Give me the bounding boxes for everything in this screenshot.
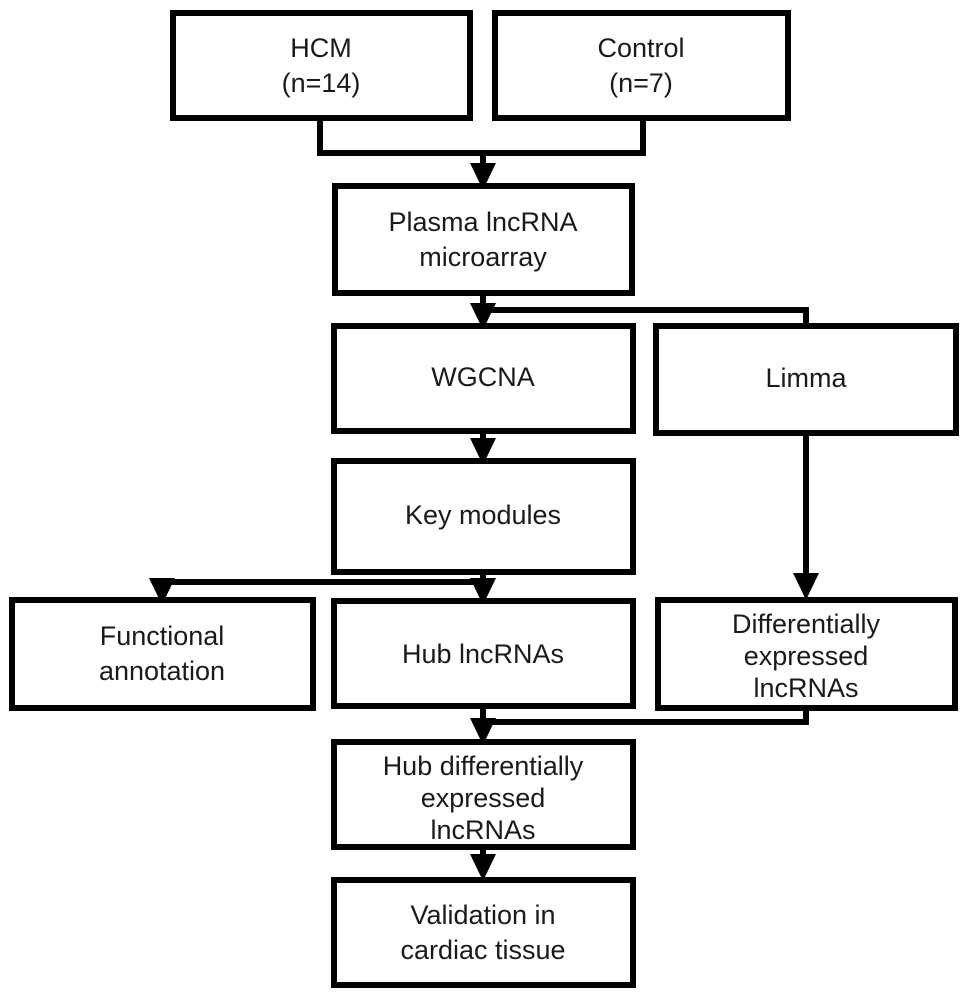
- arrow-head-icon: [149, 578, 175, 605]
- node-plasma-label-line-1: microarray: [419, 242, 547, 272]
- node-hub-lncrnas[interactable]: Hub lncRNAs: [331, 598, 636, 709]
- node-plasma-label-line-0: Plasma lncRNA: [388, 207, 577, 237]
- arrow-head-icon: [470, 854, 496, 881]
- node-hub-differentially-expressed-lncrnas[interactable]: Hub differentially expressed lncRNAs: [331, 739, 636, 850]
- node-wgcna-box[interactable]: [331, 323, 636, 434]
- node-hub-lncrnas-box[interactable]: [331, 598, 636, 709]
- node-validation-label-line-0: Validation in: [410, 900, 555, 930]
- node-control-box[interactable]: [492, 10, 791, 121]
- node-differentially-expressed-lncrnas[interactable]: Differentially expressed lncRNAs: [655, 597, 958, 711]
- node-functional-annotation[interactable]: Functional annotation: [9, 597, 316, 711]
- node-hub-de-lncrnas-box[interactable]: [331, 739, 636, 850]
- node-control[interactable]: Control (n=7): [492, 10, 791, 121]
- node-de-lncrnas-label-line-0: Differentially: [732, 609, 881, 639]
- arrow-head-icon: [470, 578, 496, 605]
- node-control-label-line-1: (n=7): [609, 68, 673, 98]
- node-limma-box[interactable]: [653, 323, 959, 436]
- node-functional-annotation-label-line-0: Functional: [100, 621, 225, 651]
- node-hub-lncrnas-label: Hub lncRNAs: [402, 639, 564, 669]
- edge-hubde-to-validation: [470, 847, 496, 881]
- node-hcm[interactable]: HCM (n=14): [170, 10, 473, 121]
- edge-limma-to-delncrnas: [793, 433, 819, 600]
- node-key-modules-label: Key modules: [405, 500, 561, 530]
- node-hub-de-lncrnas-label-line-2: lncRNAs: [430, 815, 535, 845]
- arrow-head-icon: [793, 573, 819, 600]
- node-de-lncrnas-label-line-2: lncRNAs: [753, 673, 858, 703]
- arrow-head-icon: [470, 718, 496, 745]
- node-functional-annotation-box[interactable]: [9, 597, 316, 711]
- node-hub-de-lncrnas-label-line-0: Hub differentially: [383, 751, 584, 781]
- node-wgcna-label: WGCNA: [431, 362, 535, 392]
- node-limma-label: Limma: [765, 363, 847, 393]
- node-validation-label-line-1: cardiac tissue: [400, 935, 565, 965]
- node-plasma-box[interactable]: [332, 183, 635, 296]
- edge-hub-and-de-to-hubde: [470, 706, 809, 745]
- arrow-head-icon: [470, 163, 496, 190]
- node-validation-cardiac-tissue[interactable]: Validation in cardiac tissue: [331, 877, 636, 988]
- edge-hcm-control-to-plasma: [317, 118, 646, 190]
- arrow-head-icon: [470, 438, 496, 465]
- node-control-label-line-0: Control: [597, 33, 684, 63]
- arrow-head-icon: [470, 303, 496, 330]
- edge-keymodules-to-hub-and-functional: [149, 572, 496, 605]
- node-key-modules-box[interactable]: [331, 458, 636, 575]
- node-hcm-box[interactable]: [170, 10, 473, 121]
- node-key-modules[interactable]: Key modules: [331, 458, 636, 575]
- node-de-lncrnas-label-line-1: expressed: [744, 641, 869, 671]
- node-wgcna[interactable]: WGCNA: [331, 323, 636, 434]
- node-hcm-label-line-0: HCM: [290, 33, 352, 63]
- node-functional-annotation-label-line-1: annotation: [99, 656, 225, 686]
- node-hcm-label-line-1: (n=14): [282, 68, 361, 98]
- node-plasma-lncrna-microarray[interactable]: Plasma lncRNA microarray: [332, 183, 635, 296]
- node-validation-box[interactable]: [331, 877, 636, 988]
- node-hub-de-lncrnas-label-line-1: expressed: [421, 783, 546, 813]
- node-limma[interactable]: Limma: [653, 323, 959, 436]
- node-differentially-expressed-lncrnas-box[interactable]: [655, 597, 958, 711]
- edge-plasma-to-wgcna-limma: [470, 293, 809, 330]
